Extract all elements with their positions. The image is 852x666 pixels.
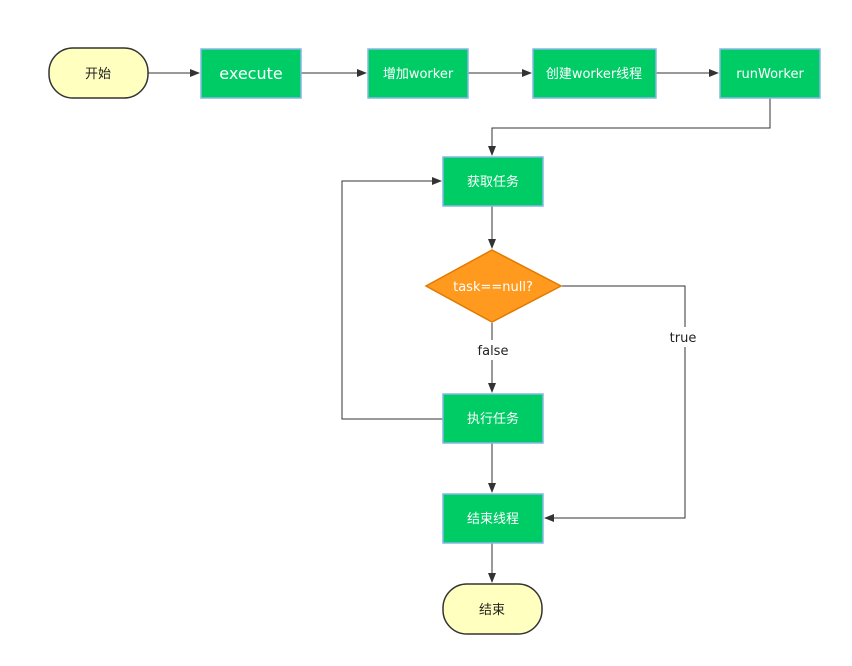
false-label: false <box>478 344 509 359</box>
start-node: 开始 <box>48 47 149 99</box>
add-worker-node: 增加worker <box>367 48 469 99</box>
add-worker-label: 增加worker <box>383 67 454 82</box>
check-task-decision: task==null? <box>424 249 563 323</box>
run-task-label: 执行任务 <box>467 411 519 427</box>
create-thread-node: 创建worker线程 <box>532 48 657 99</box>
true-label: true <box>670 331 697 346</box>
end-thread-label: 结束线程 <box>467 512 519 527</box>
true-label-bg <box>664 327 706 347</box>
get-task-label: 获取任务 <box>467 174 519 190</box>
create-thread-label: 创建worker线程 <box>546 67 642 82</box>
run-worker-label: runWorker <box>736 67 804 82</box>
false-label-bg <box>470 340 514 360</box>
run-task-node: 执行任务 <box>442 393 544 444</box>
start-label: 开始 <box>85 67 111 82</box>
edge-run-task-loop-back <box>341 177 443 420</box>
execute-label: execute <box>219 64 282 83</box>
end-node: 结束 <box>442 583 543 635</box>
check-task-label: task==null? <box>453 280 533 295</box>
edge-run-worker-get-task <box>488 98 771 156</box>
end-thread-node: 结束线程 <box>442 493 544 544</box>
edges <box>148 69 771 583</box>
execute-node: execute <box>200 48 302 99</box>
run-worker-node: runWorker <box>719 48 821 99</box>
get-task-node: 获取任务 <box>442 156 544 207</box>
edge-check-task-end-thread <box>544 285 686 522</box>
end-label: 结束 <box>479 603 505 618</box>
